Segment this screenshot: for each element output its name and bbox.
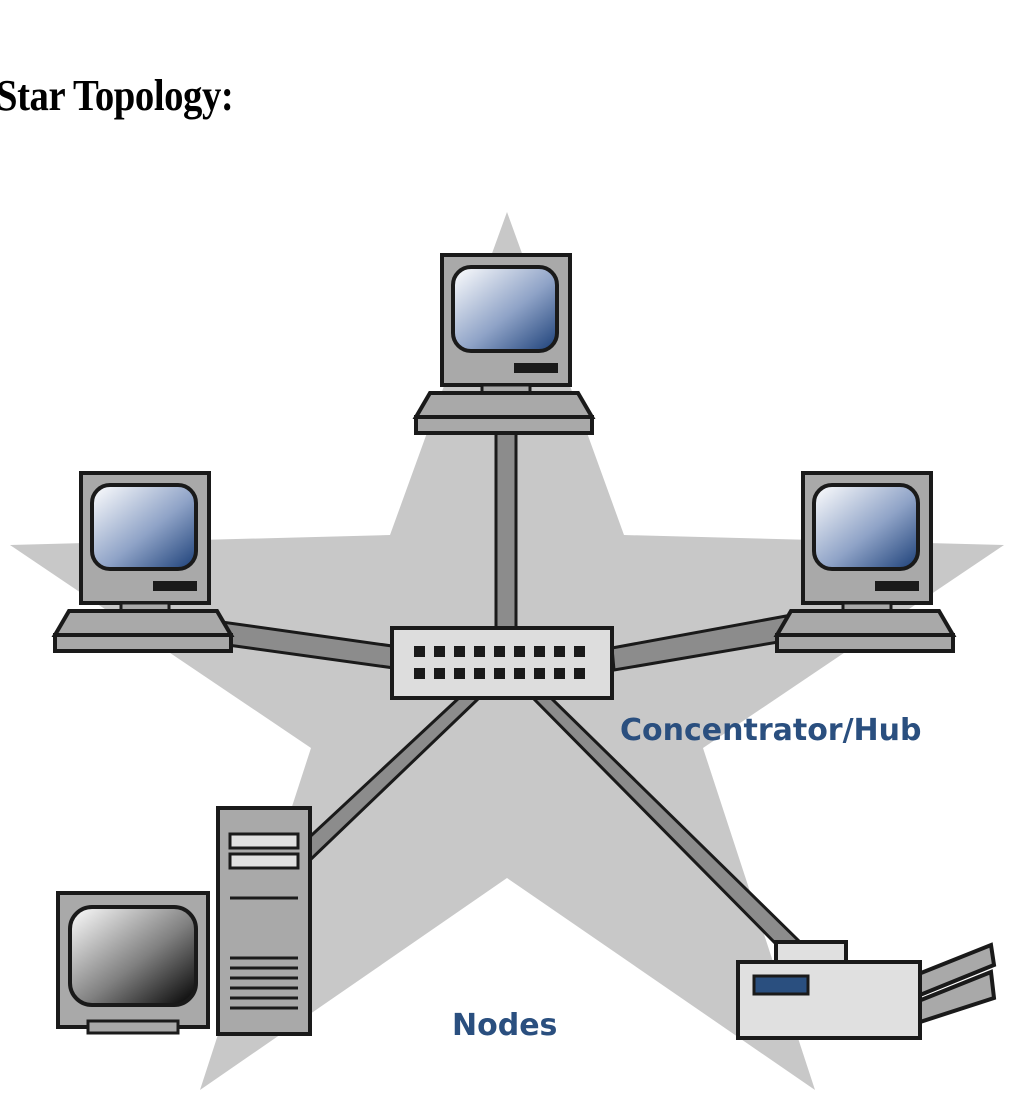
nodes-label: Nodes <box>452 1008 557 1043</box>
hub-label: Concentrator/Hub <box>620 713 922 748</box>
cable-top <box>494 430 518 632</box>
hub-port <box>434 668 445 679</box>
page-title: Star Topology: <box>0 71 234 120</box>
tower-server-icon <box>216 806 312 1036</box>
hub-port <box>414 668 425 679</box>
hub-port <box>454 646 465 657</box>
hub-port <box>554 668 565 679</box>
hub-port <box>514 668 525 679</box>
desktop-computer-icon <box>773 471 957 653</box>
hub-port <box>454 668 465 679</box>
hub-port <box>474 668 485 679</box>
desktop-computer-icon <box>51 471 235 653</box>
hub-port <box>534 646 545 657</box>
hub-port <box>534 668 545 679</box>
hub-port <box>494 668 505 679</box>
hub-port <box>474 646 485 657</box>
desktop-computer-icon <box>412 253 596 435</box>
crt-monitor-icon <box>56 891 210 1035</box>
hub-port <box>494 646 505 657</box>
hub-port <box>414 646 425 657</box>
hub-port <box>574 668 585 679</box>
hub-port <box>434 646 445 657</box>
hub-port <box>554 646 565 657</box>
hub-port <box>574 646 585 657</box>
hub-icon <box>390 626 614 700</box>
hub-port <box>514 646 525 657</box>
printer-icon <box>736 940 997 1040</box>
